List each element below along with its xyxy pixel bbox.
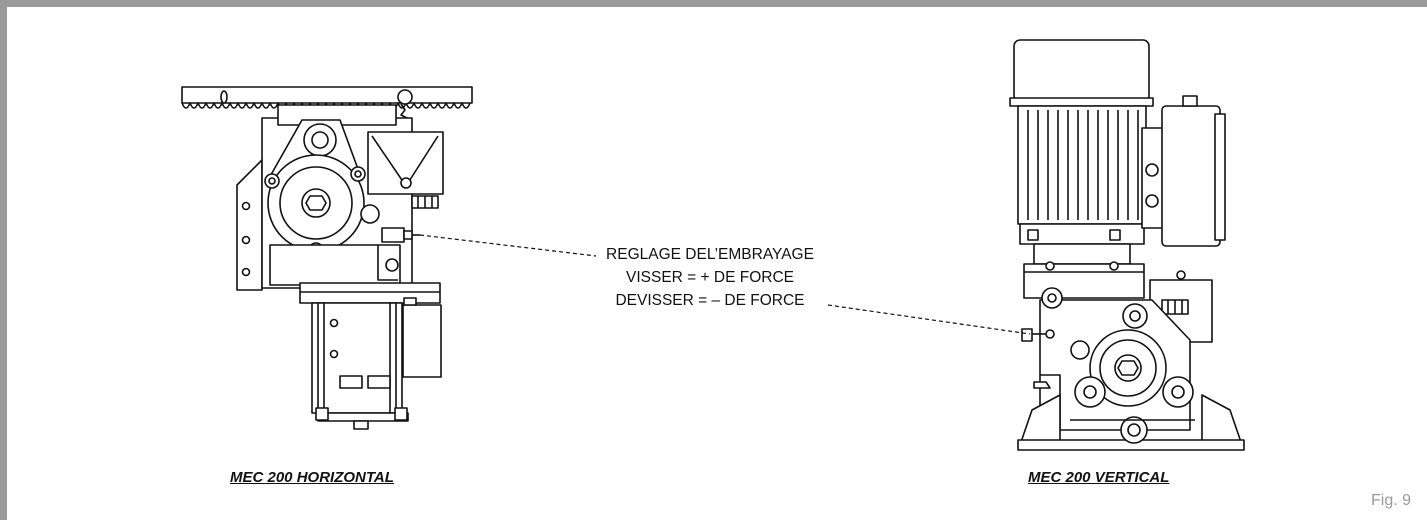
clutch-adjustment-note: REGLAGE DEL’EMBRAYAGE VISSER = + DE FORC… [560, 243, 860, 312]
mec200-horizontal-drawing [181, 86, 473, 430]
caption-horizontal: MEC 200 HORIZONTAL [230, 469, 394, 486]
caption-vertical: MEC 200 VERTICAL [1028, 469, 1170, 486]
note-line-1: REGLAGE DEL’EMBRAYAGE [606, 246, 814, 263]
figure-label: Fig. 9 [1370, 492, 1411, 509]
note-line-2: VISSER = + DE FORCE [626, 269, 794, 286]
leader-lines [419, 234, 1031, 335]
note-line-3: DEVISSER = – DE FORCE [615, 292, 805, 309]
mec200-vertical-drawing [1009, 39, 1245, 451]
